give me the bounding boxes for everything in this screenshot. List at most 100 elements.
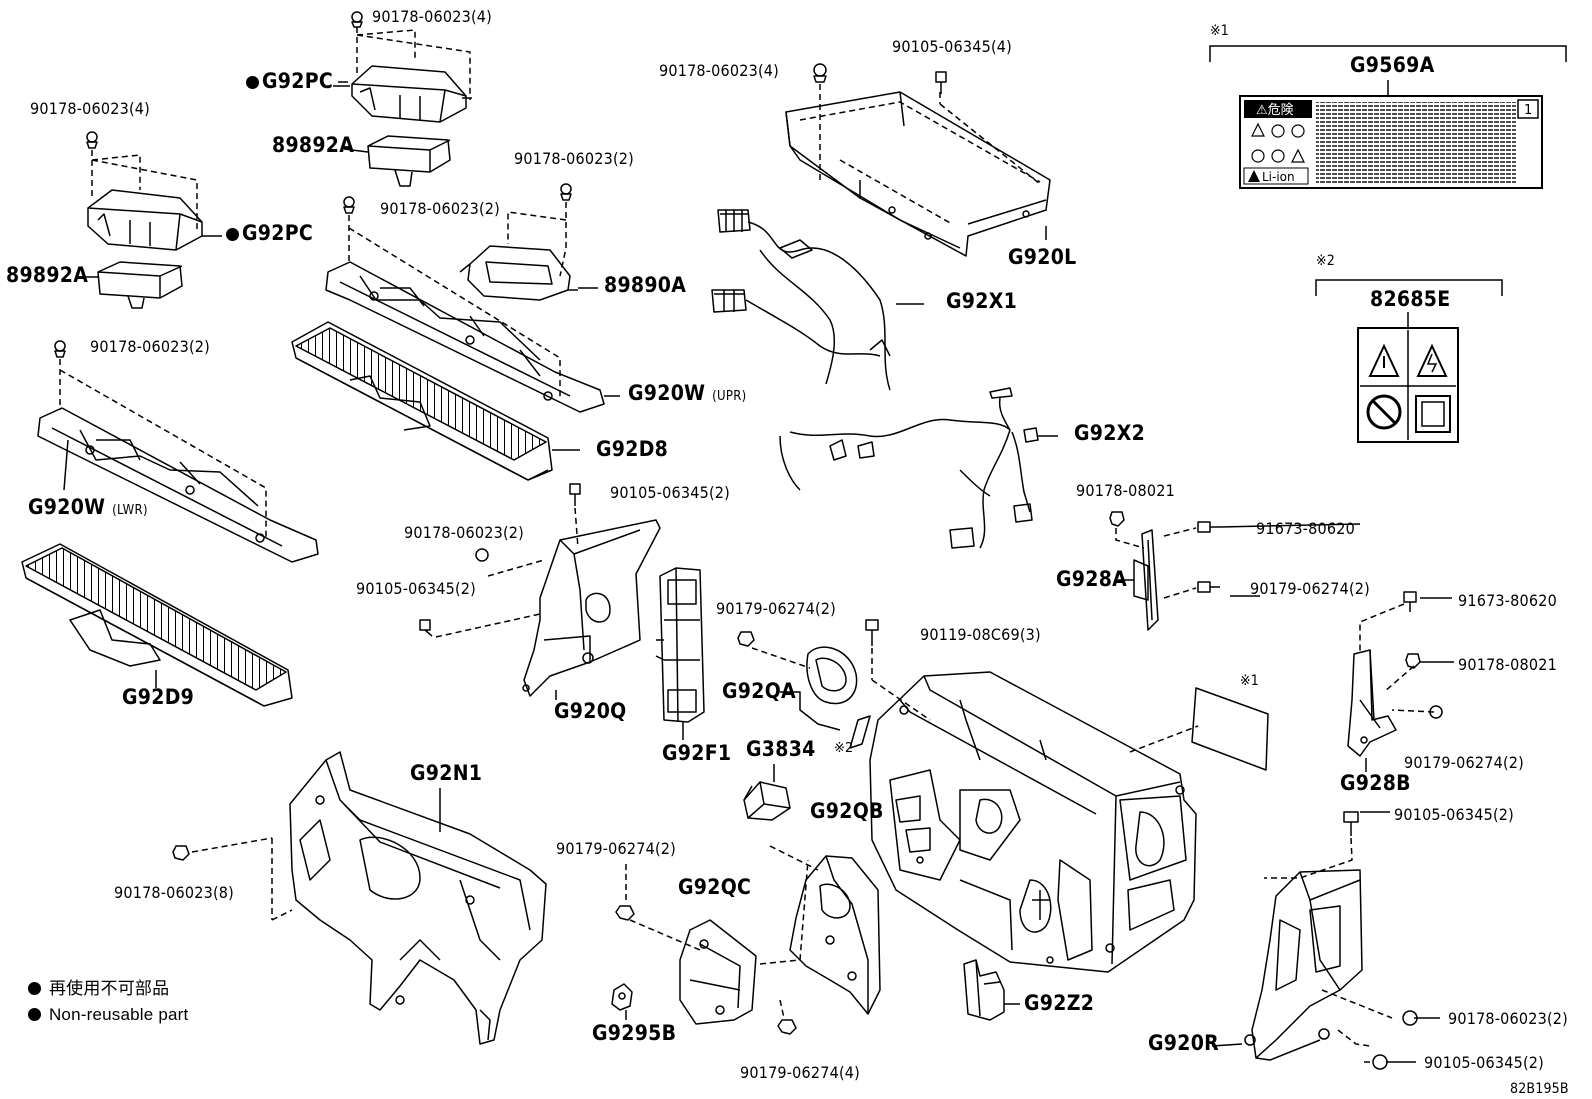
component-label-g3834: G3834 xyxy=(746,737,816,761)
g920l-battery-cover xyxy=(785,91,1051,257)
bolt-icon xyxy=(1403,591,1417,612)
note-1-marker-battery: ※1 xyxy=(1240,673,1259,689)
nut-icon xyxy=(1405,653,1421,669)
component-label-g92qb: G92QB xyxy=(810,799,884,823)
component-label-g920w-lwr: G920W (LWR) xyxy=(28,495,148,519)
fastener-label: 90178-08021 xyxy=(1458,655,1557,674)
bolt-icon xyxy=(1197,581,1220,593)
non-reusable-dot-icon xyxy=(246,76,259,89)
nut-icon xyxy=(560,183,572,201)
component-label-g9295b: G9295B xyxy=(592,1021,677,1045)
a82685e-symbol-sticker xyxy=(1315,279,1503,443)
fastener-label: 90105-06345(2) xyxy=(1424,1053,1544,1072)
nut-icon xyxy=(343,196,355,214)
caution-label-placeholder xyxy=(1191,687,1269,771)
nut-icon xyxy=(777,1019,797,1035)
component-label-g9569a: G9569A xyxy=(1350,53,1435,77)
fastener-label: 91673-80620 xyxy=(1256,519,1355,538)
non-reusable-dot-icon xyxy=(28,982,41,995)
g92x1-wire-harness xyxy=(711,209,891,391)
g920w-lower-frame xyxy=(37,407,319,563)
g92pc-lower-module xyxy=(87,189,203,251)
nut-icon xyxy=(351,11,363,28)
g92qb-bracket xyxy=(789,855,881,1015)
component-label-g92qc: G92QC xyxy=(678,875,752,899)
bolt-icon xyxy=(1343,811,1359,836)
g92d8-slat-panel xyxy=(291,321,553,481)
fastener-label: 90105-06345(4) xyxy=(892,37,1012,56)
component-label-g920l: G920L xyxy=(1008,245,1077,269)
bolt-icon xyxy=(935,71,947,94)
component-label-g920q: G920Q xyxy=(554,699,627,723)
fastener-label: 90119-08C69(3) xyxy=(920,625,1041,644)
fastener-label: 90179-06274(2) xyxy=(1404,753,1524,772)
fastener-label: 90178-08021 xyxy=(1076,481,1175,500)
component-label-89892a-upper: 89892A xyxy=(272,133,355,157)
component-label-g928a: G928A xyxy=(1056,567,1128,591)
g92pc-upper-module xyxy=(338,65,472,123)
legend-jp: 再使用不可部品 xyxy=(28,980,169,998)
g920w-upper-frame xyxy=(325,261,605,413)
warning-label-small xyxy=(849,715,871,749)
fastener-label: 90178-06023(2) xyxy=(404,523,524,542)
nut-icon xyxy=(737,631,755,647)
non-reusable-dot-icon xyxy=(226,228,239,241)
bolt-icon xyxy=(569,483,581,506)
g9295b-clip xyxy=(611,983,633,1011)
component-label-89890a: 89890A xyxy=(604,273,687,297)
component-label-g920w-upr: G920W (UPR) xyxy=(628,381,747,405)
diagram-id: 82B195B xyxy=(1510,1081,1569,1097)
bolt-icon xyxy=(1364,1054,1388,1070)
component-label-g928b: G928B xyxy=(1340,771,1411,795)
note-1-marker: ※1 xyxy=(1210,23,1229,39)
component-label-g92d9: G92D9 xyxy=(122,685,195,709)
fastener-label: 91673-80620 xyxy=(1458,591,1557,610)
component-label-82685e: 82685E xyxy=(1370,287,1451,311)
component-label-g92f1: G92F1 xyxy=(662,741,732,765)
g92z2-clamp xyxy=(963,959,1005,1021)
fastener-label: 90105-06345(2) xyxy=(1394,805,1514,824)
component-label-g92d8: G92D8 xyxy=(596,437,669,461)
g92x2-wire-harness xyxy=(779,387,1039,549)
component-label-g92qa: G92QA xyxy=(722,679,796,703)
fastener-label: 90178-06023(2) xyxy=(380,199,500,218)
fastener-label: 90178-06023(2) xyxy=(514,149,634,168)
hybrid-battery-assembly xyxy=(869,671,1197,973)
nut-icon xyxy=(172,845,190,861)
module-89892a-upper xyxy=(367,135,451,187)
fastener-label: 90178-06023(8) xyxy=(114,883,234,902)
fastener-label: 90178-06023(4) xyxy=(372,7,492,26)
component-label-g92x1: G92X1 xyxy=(946,289,1018,313)
nut-icon xyxy=(1109,511,1125,527)
fastener-label: 90105-06345(2) xyxy=(356,579,476,598)
fastener-label: 90179-06274(2) xyxy=(716,599,836,618)
g92f1-duct xyxy=(655,567,705,723)
svg-text:1: 1 xyxy=(1524,103,1532,118)
g3834-sensor xyxy=(743,781,791,821)
non-reusable-dot-icon xyxy=(28,1008,41,1021)
fastener-label: 90179-06274(2) xyxy=(556,839,676,858)
component-label-g92pc-upper: G92PC xyxy=(246,71,333,92)
bolt-icon xyxy=(419,619,433,637)
fastener-label: 90178-06023(4) xyxy=(30,99,150,118)
nut-icon xyxy=(1429,705,1443,719)
g9569a-warning-sticker: ⚠危険 1 Li-ion xyxy=(1209,45,1567,189)
fastener-label: 90178-06023(4) xyxy=(659,61,779,80)
g92qa-cover xyxy=(806,646,858,705)
component-label-g920r: G920R xyxy=(1148,1031,1219,1055)
legend-en: Non-reusable part xyxy=(28,1006,188,1024)
svg-text:Li-ion: Li-ion xyxy=(1262,170,1295,184)
nut-icon xyxy=(86,131,98,149)
fastener-label: 90178-06023(2) xyxy=(90,337,210,356)
nut-icon xyxy=(475,548,489,562)
fastener-label: 90178-06023(2) xyxy=(1448,1009,1568,1028)
g928a-bracket xyxy=(1133,529,1159,631)
g928b-bracket xyxy=(1347,649,1397,757)
g92qc-cover xyxy=(679,919,757,1025)
fastener-label: 90105-06345(2) xyxy=(610,483,730,502)
component-label-g92pc-lower: G92PC xyxy=(226,223,313,244)
bolt-icon xyxy=(865,619,879,646)
svg-text:⚠危険: ⚠危険 xyxy=(1256,103,1294,118)
module-89890a xyxy=(459,245,578,301)
